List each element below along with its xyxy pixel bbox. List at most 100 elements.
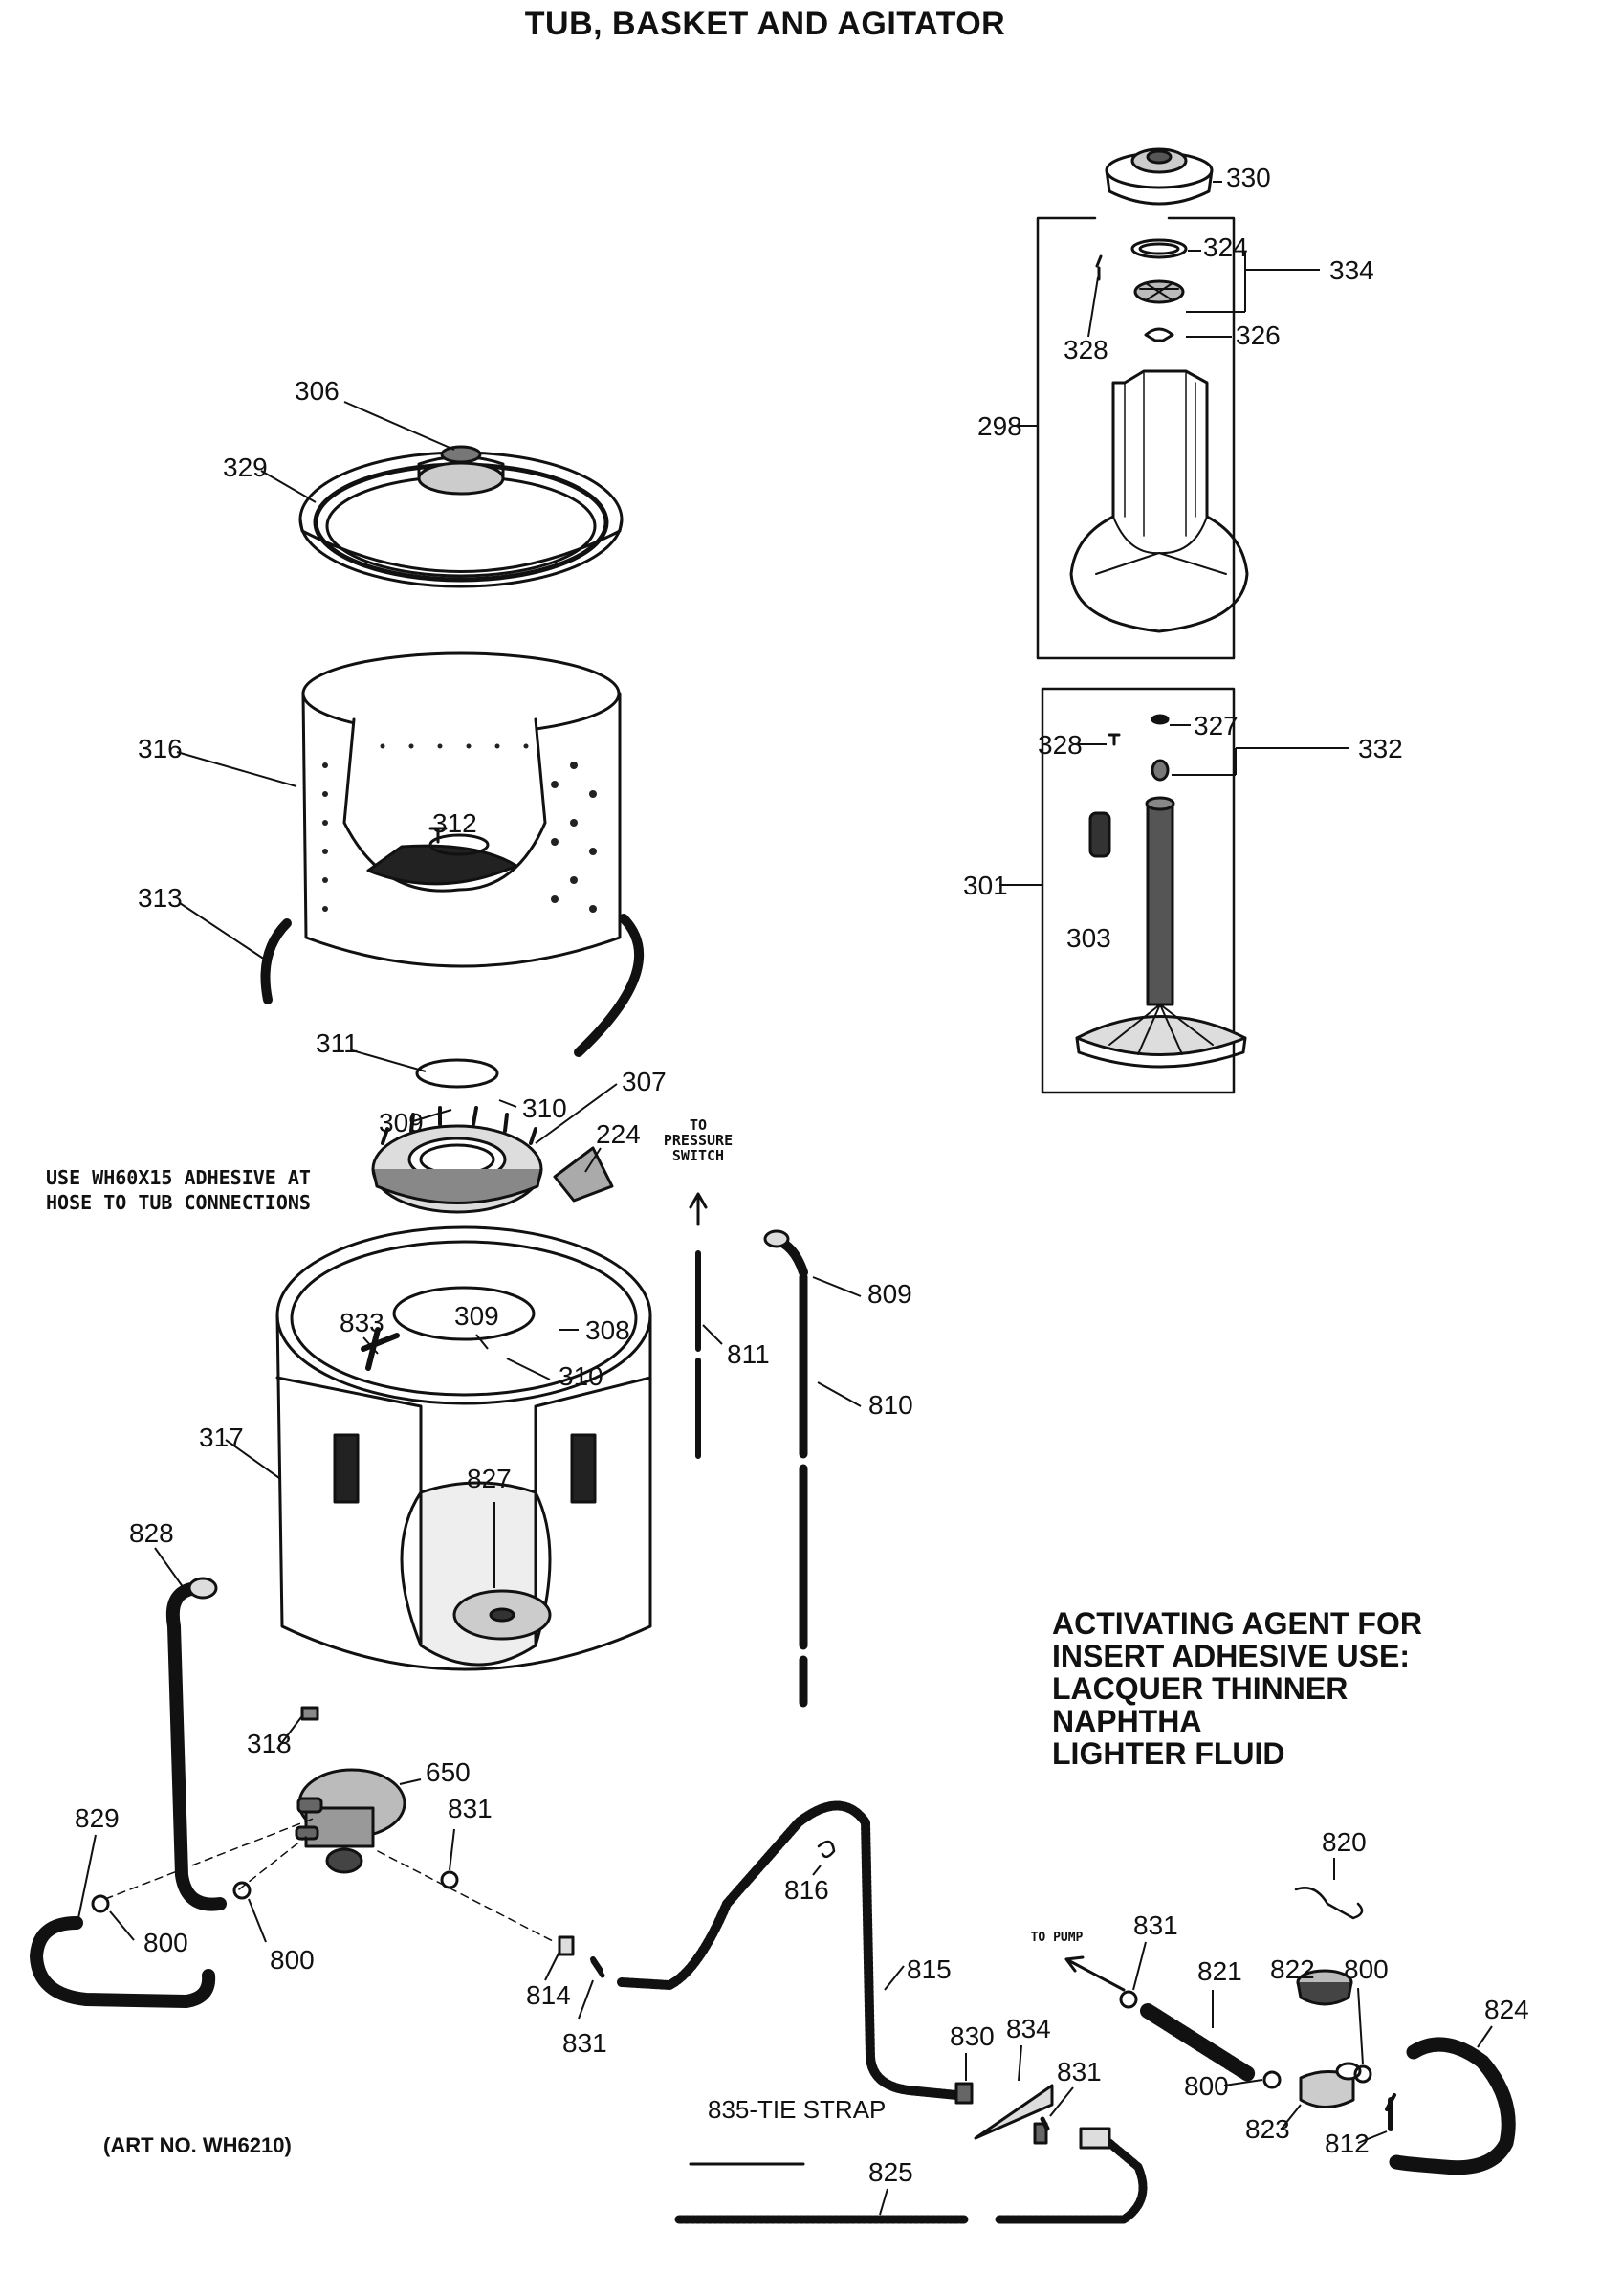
leader-line-831b-0: [578, 1979, 594, 2020]
pump-650: [295, 1768, 406, 1874]
hub-307: [371, 1106, 543, 1214]
part-label-831d: 831: [1057, 2057, 1102, 2086]
fitting-823: [1299, 2062, 1362, 2108]
ring-311: [415, 1058, 499, 1089]
part-label-311: 311: [316, 1028, 359, 1058]
part-label-316: 316: [138, 734, 183, 763]
leader-line-829-0: [77, 1834, 97, 1919]
leader-line-329-0: [260, 470, 317, 503]
part-label-822: 822: [1270, 1954, 1315, 1984]
leader-line-816-0: [812, 1865, 822, 1876]
adhesive-note: USE WH60X15 ADHESIVE AT HOSE TO TUB CONN…: [46, 1166, 311, 1214]
agitator-assembly-298: [1036, 216, 1249, 660]
part-label-814: 814: [526, 1980, 571, 2010]
leader-line-823-0: [1281, 2104, 1302, 2130]
leader-line-831a-0: [449, 1828, 455, 1871]
drain-hose-815: [617, 1800, 961, 2100]
part-label-812: 812: [1325, 2129, 1370, 2158]
leader-line-800d-0: [1223, 2079, 1263, 2086]
part-label-809: 809: [867, 1279, 912, 1309]
hose-821: [1140, 2003, 1256, 2082]
leader-line-815-0: [884, 1965, 905, 1991]
part-label-309b: 309: [454, 1301, 499, 1331]
leader-line-313-0: [179, 902, 269, 962]
part-label-829: 829: [75, 1803, 120, 1833]
cap-822: [1296, 1969, 1353, 2006]
part-label-329: 329: [223, 453, 268, 482]
leader-line-831c-0: [1132, 1941, 1147, 1991]
leader-line-309a-0: [412, 1109, 452, 1122]
leader-line-814-0: [544, 1951, 560, 1981]
part-label-823: 823: [1245, 2114, 1290, 2144]
leader-line-812-0: [1357, 2130, 1388, 2144]
leader-line-311-0: [351, 1049, 427, 1072]
hose-810: [763, 1229, 808, 1708]
leader-line-800c-0: [1357, 1987, 1364, 2065]
part-label-800b: 800: [270, 1945, 315, 1975]
part-label-310a: 310: [522, 1093, 567, 1123]
pressure-switch-note: TO PRESSURE SWITCH: [663, 1116, 734, 1164]
leader-line-834-0: [1018, 2044, 1022, 2082]
part-label-810: 810: [868, 1390, 913, 1420]
leader-line-800a-0: [109, 1910, 135, 1941]
leader-line-809-0: [812, 1276, 862, 1297]
leader-line-650-0: [399, 1778, 422, 1785]
leader-line-309b-0: [475, 1334, 489, 1350]
leader-line-825-0: [879, 2188, 888, 2216]
basket-ring-313: [260, 914, 645, 1057]
part-label-824: 824: [1484, 1995, 1529, 2024]
part-label-834: 834: [1006, 2014, 1051, 2043]
art-number: (ART NO. WH6210): [103, 2133, 292, 2157]
part-label-828: 828: [129, 1518, 174, 1548]
part-label-334: 334: [1329, 255, 1374, 285]
leader-line-800b-0: [248, 1898, 267, 1943]
part-label-831b: 831: [562, 2028, 607, 2058]
leader-line-310b-0: [506, 1358, 551, 1380]
part-label-308: 308: [585, 1315, 630, 1345]
leader-line-307-0: [535, 1083, 618, 1144]
part-label-820: 820: [1322, 1827, 1367, 1857]
part-label-800d: 800: [1184, 2071, 1229, 2101]
part-label-831a: 831: [448, 1794, 493, 1823]
part-label-833: 833: [340, 1308, 384, 1337]
part-label-821: 821: [1197, 1956, 1242, 1986]
part-label-328a: 328: [1064, 335, 1108, 364]
part-label-825: 825: [868, 2157, 913, 2187]
hose-829: [30, 1916, 216, 2008]
diagram-title: TUB, BASKET AND AGITATOR: [524, 6, 1006, 42]
part-label-312: 312: [432, 808, 477, 838]
hose-824: [1389, 2037, 1516, 2175]
part-label-328b: 328: [1038, 730, 1083, 760]
part-label-301: 301: [963, 871, 1008, 900]
bracket-224: [553, 1146, 614, 1203]
activating-agent-note: ACTIVATING AGENT FOR INSERT ADHESIVE USE…: [1052, 1606, 1422, 1771]
part-label-307: 307: [622, 1067, 667, 1096]
leader-line-833-0: [362, 1336, 379, 1355]
clamp-834: [974, 2084, 1054, 2140]
part-label-313: 313: [138, 883, 183, 913]
pressure-hose-811: [689, 1192, 708, 1468]
part-label-816: 816: [784, 1875, 829, 1905]
part-label-811: 811: [727, 1339, 770, 1369]
wash-basket-316: [301, 651, 622, 968]
hose-828: [165, 1581, 227, 1911]
part-label-815: 815: [907, 1954, 952, 1984]
leader-line-810-0: [817, 1381, 862, 1407]
part-label-303: 303: [1066, 923, 1111, 953]
clip-820: [1294, 1887, 1364, 1920]
leader-line-811-0: [702, 1324, 723, 1345]
part-label-306: 306: [295, 376, 340, 406]
leader-line-306-0: [343, 401, 455, 451]
tie-strap-label: 835-TIE STRAP: [708, 2095, 887, 2124]
agitator-cap-330: [1105, 147, 1214, 206]
hose-825: [674, 2138, 1148, 2224]
part-label-800c: 800: [1344, 1954, 1389, 1984]
part-label-830: 830: [950, 2021, 995, 2051]
part-label-310b: 310: [559, 1361, 603, 1391]
part-label-298: 298: [977, 411, 1022, 441]
part-label-327: 327: [1194, 711, 1239, 740]
part-label-326: 326: [1236, 320, 1281, 350]
to-pump-note: TO PUMP: [1030, 1931, 1084, 1945]
